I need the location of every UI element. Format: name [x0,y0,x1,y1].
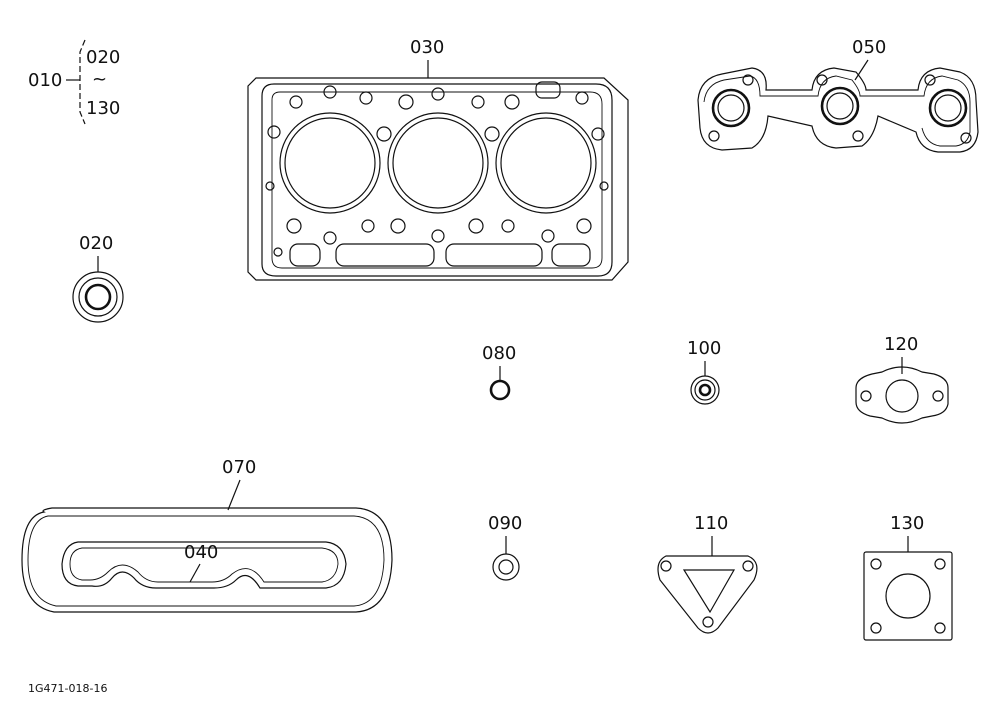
port-1-inner [717,94,745,122]
group-label: 010 [28,70,62,91]
part-040-cover-gasket: 040 [61,541,347,589]
group-range-end: 130 [86,98,120,119]
water-slot-1 [335,243,435,267]
bore-2-inner [392,117,484,209]
gasket-inner-bead [271,91,603,269]
bolt-hole [870,558,882,570]
port-3-inner [934,94,962,122]
bore-3-inner [500,117,592,209]
gasket-back-plate [247,77,629,281]
part-030-cylinder-head-gasket: 030 [247,37,629,281]
inner-gasket-bead [69,547,339,583]
bolt-hole [742,74,754,86]
washer-outer [492,553,520,581]
seal-outer-ring [72,271,124,323]
bolt-hole [816,74,828,86]
callout-040-label: 040 [184,542,218,563]
flange-outline [855,366,949,424]
outer-gasket-outline [21,507,393,613]
callout-050-leader [854,59,869,81]
flange-center-hole [885,379,919,413]
callout-120-label: 120 [884,334,918,355]
part-110-triangular-gasket: 110 [657,513,758,634]
water-slot-3 [551,243,591,267]
callout-020-label: 020 [79,233,113,254]
triangular-opening [682,569,736,614]
square-outline [863,551,953,641]
bolt-hole [660,560,672,572]
gasket-outline [261,83,613,277]
washer-inner [498,559,514,575]
bolt-hole [852,130,864,142]
part-100-seal: 100 [687,338,721,405]
part-070-rocker-cover-gasket: 070 [21,457,393,613]
group-range-symbol: ~ [92,69,107,90]
part-090-washer: 090 [488,513,522,581]
part-020-seal: 020 [72,233,124,323]
seal-middle-ring [78,277,118,317]
bore-2-outer [387,112,489,214]
bolt-hole [742,560,754,572]
water-slot-4 [289,243,321,267]
inner-gasket-outline [61,541,347,589]
group-bracket [79,39,86,125]
port-3-outer [928,88,968,128]
seal-middle [694,379,716,401]
square-center-hole [885,573,931,619]
bolt-hole [870,622,882,634]
bolt-hole [960,132,972,144]
water-slot-2 [445,243,543,267]
bore-1-outer [279,112,381,214]
port-1-outer [711,88,751,128]
seal-outer [690,375,720,405]
callout-030-label: 030 [410,37,444,58]
callout-090-label: 090 [488,513,522,534]
bolt-hole [924,74,936,86]
bolt-hole [934,622,946,634]
bolt-hole [934,558,946,570]
callout-040-leader [189,563,201,583]
part-080-o-ring: 080 [482,343,516,401]
part-130-square-gasket: 130 [863,513,953,641]
callout-110-label: 110 [694,513,728,534]
callout-130-label: 130 [890,513,924,534]
group-callout-010: 010 020 ~ 130 [28,39,120,125]
seal-inner-ring [84,283,112,311]
bore-3-outer [495,112,597,214]
bolt-hole [708,130,720,142]
callout-070-leader [227,479,241,511]
seal-inner [698,383,712,397]
bolt-hole [932,390,944,402]
callout-100-label: 100 [687,338,721,359]
figure-id: 1G471-018-16 [28,682,107,695]
triangular-outline [657,555,758,634]
bolt-holes [265,85,609,257]
bolt-hole [702,616,714,628]
outer-gasket-inner [27,515,385,607]
bolt-hole [860,390,872,402]
group-range-start: 020 [86,47,120,68]
bore-1-inner [284,117,376,209]
part-120-flange-gasket: 120 [855,334,949,424]
callout-070-label: 070 [222,457,256,478]
port-2-inner [826,92,854,120]
o-ring-shape [489,379,511,401]
manifold-gasket-outline [697,67,979,153]
manifold-gasket-inner [703,75,971,147]
oil-passage [535,81,561,99]
callout-080-label: 080 [482,343,516,364]
callout-050-label: 050 [852,37,886,58]
port-2-outer [820,86,860,126]
part-050-manifold-gasket: 050 [697,37,979,153]
